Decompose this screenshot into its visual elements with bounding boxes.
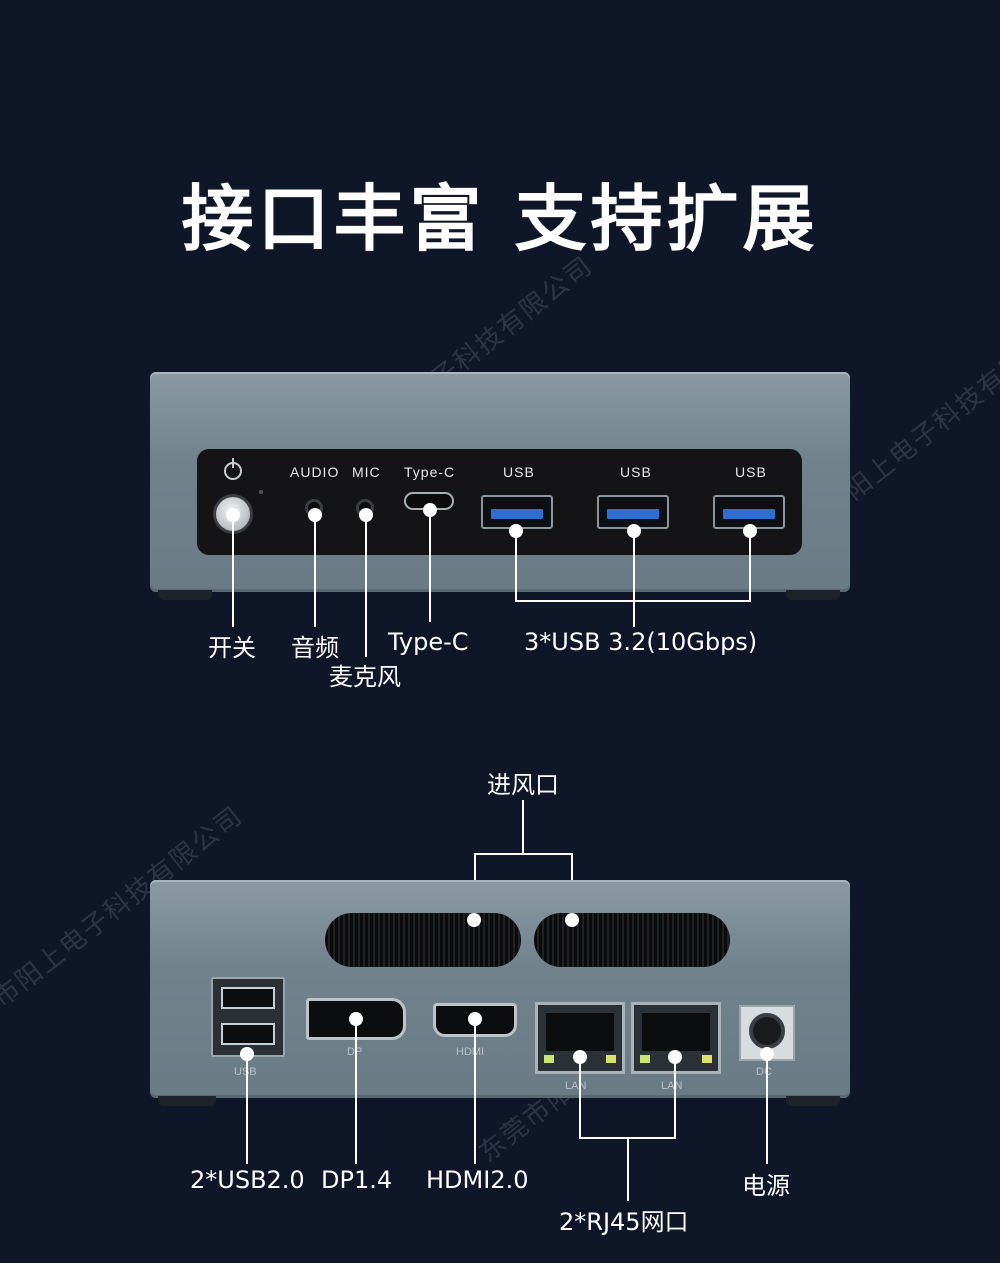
rear-foot-right bbox=[786, 1096, 840, 1106]
hdmi-label: HDMI2.0 bbox=[426, 1166, 529, 1194]
callout-line bbox=[579, 1057, 581, 1138]
mic-label: 麦克风 bbox=[329, 663, 401, 691]
mic-silk: MIC bbox=[352, 464, 381, 480]
usb2-port-stack[interactable] bbox=[211, 977, 285, 1057]
front-view: AUDIO MIC Type-C USB USB USB 开关 音频 麦克风 T… bbox=[150, 372, 850, 691]
front-foot-right bbox=[786, 590, 840, 600]
air-vent-left bbox=[325, 913, 521, 967]
callout-line bbox=[365, 515, 367, 657]
typec-label: Type-C bbox=[388, 628, 469, 656]
usb2-label: 2*USB2.0 bbox=[190, 1166, 305, 1194]
callout-bracket bbox=[474, 853, 573, 855]
callout-line bbox=[232, 515, 234, 627]
dc-silk: DC bbox=[756, 1066, 772, 1078]
page-title: 接口丰富 支持扩展 bbox=[181, 177, 819, 261]
front-foot-left bbox=[158, 590, 212, 600]
callout-bracket bbox=[515, 600, 751, 602]
power-icon-stem bbox=[232, 458, 234, 468]
air-vent-right bbox=[534, 913, 730, 967]
callout-line bbox=[355, 1019, 357, 1164]
callout-line bbox=[766, 1054, 768, 1164]
callout-line bbox=[474, 1019, 476, 1164]
usb3-port-1[interactable] bbox=[481, 495, 553, 529]
dp-silk: DP bbox=[347, 1046, 362, 1058]
callout-line bbox=[314, 515, 316, 627]
hdmi-silk: HDMI bbox=[456, 1046, 485, 1058]
lan-port-2[interactable] bbox=[631, 1002, 721, 1074]
callout-dot bbox=[467, 913, 481, 927]
callout-line bbox=[429, 510, 431, 622]
rj45-label: 2*RJ45网口 bbox=[559, 1208, 689, 1236]
usb-silk: USB bbox=[234, 1066, 257, 1078]
callout-line bbox=[246, 1054, 248, 1164]
usb-silk-3: USB bbox=[735, 464, 767, 480]
callout-line bbox=[749, 531, 751, 601]
usb-silk-1: USB bbox=[503, 464, 535, 480]
usb3-port-2[interactable] bbox=[597, 495, 669, 529]
callout-line bbox=[522, 800, 524, 854]
audio-silk: AUDIO bbox=[290, 464, 340, 480]
usb3-label: 3*USB 3.2(10Gbps) bbox=[524, 628, 758, 656]
typec-silk: Type-C bbox=[404, 464, 456, 480]
callout-line bbox=[633, 531, 635, 627]
callout-line bbox=[515, 531, 517, 601]
power-led bbox=[259, 490, 263, 494]
power-supply-label: 电源 bbox=[742, 1172, 790, 1200]
vent-label: 进风口 bbox=[487, 771, 559, 799]
rear-foot-left bbox=[158, 1096, 216, 1106]
callout-dot bbox=[565, 913, 579, 927]
callout-line bbox=[674, 1057, 676, 1138]
lan-silk-1: LAN bbox=[565, 1080, 587, 1092]
callout-line bbox=[627, 1137, 629, 1201]
usb-silk-2: USB bbox=[620, 464, 652, 480]
power-label: 开关 bbox=[208, 634, 256, 662]
dp-label: DP1.4 bbox=[321, 1166, 393, 1194]
lan-silk-2: LAN bbox=[661, 1080, 683, 1092]
audio-label: 音频 bbox=[291, 634, 339, 662]
